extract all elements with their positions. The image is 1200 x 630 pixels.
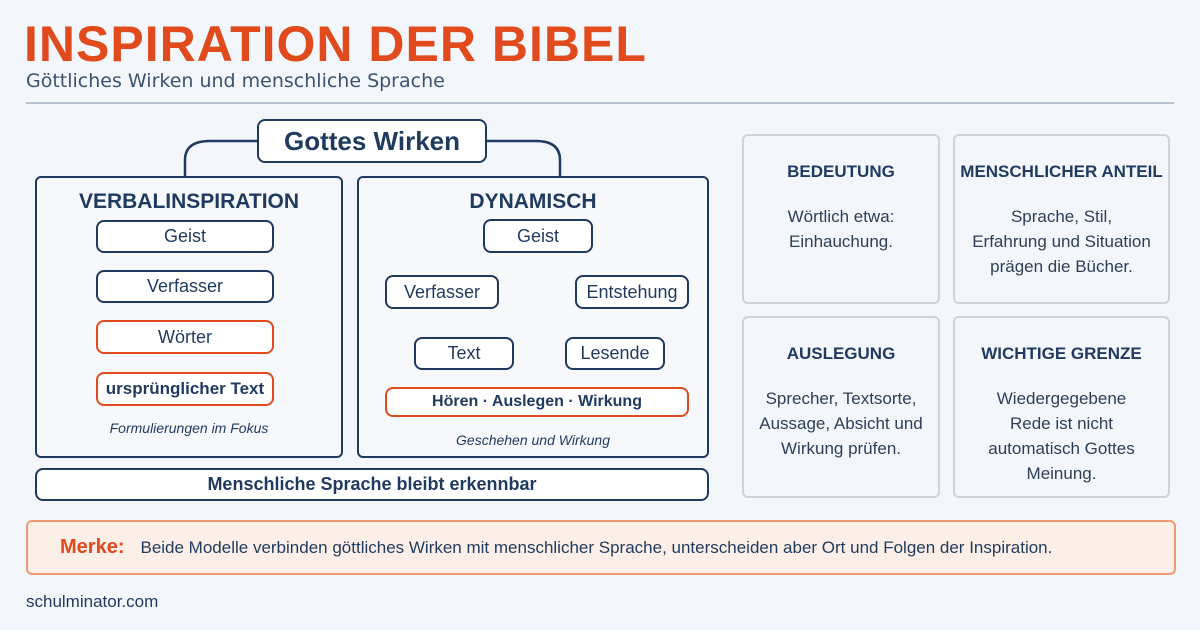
panel-verbalinspiration: VERBALINSPIRATION Formulierungen im Foku… [35,176,343,458]
caption-dynamisch: Geschehen und Wirkung [456,432,610,448]
dynamic-node-text: Text [414,337,514,370]
dynamic-node-entstehung: Entstehung [575,275,689,309]
card-body: Sprecher, Textsorte, Aussage, Absicht un… [759,389,923,458]
verbal-step-woerter: Wörter [96,320,274,354]
footer-domain: schulminator.com [26,592,159,611]
card-heading: AUSLEGUNG [786,344,896,363]
bottom-bar-sprache: Menschliche Sprache bleibt erkennbar [35,468,709,501]
verbal-step-geist: Geist [96,220,274,253]
verbal-step-verfasser: Verfasser [96,270,274,303]
card-menschlicher-anteil: MENSCHLICHER ANTEIL Sprache, Stil, Erfah… [953,134,1170,304]
card-auslegung: AUSLEGUNG Sprecher, Textsorte, Aussage, … [742,316,940,498]
card-body: Wiedergegebene Rede ist nicht automatisc… [988,389,1135,483]
dynamic-node-result: Hören · Auslegen · Wirkung [385,387,689,417]
merke-label: Merke: [60,536,125,558]
card-body: Sprache, Stil, Erfahrung und Situation p… [972,207,1151,276]
merke-text: Beide Modelle verbinden göttliches Wirke… [140,537,1053,557]
merke-callout: Merke: Beide Modelle verbinden göttliche… [26,520,1176,575]
dynamic-node-lesende: Lesende [565,337,665,370]
card-heading: BEDEUTUNG [787,162,895,181]
root-node-gottes-wirken: Gottes Wirken [257,119,487,163]
card-heading: WICHTIGE GRENZE [981,344,1142,363]
card-heading: MENSCHLICHER ANTEIL [960,162,1163,181]
page-subtitle: Göttliches Wirken und menschliche Sprach… [26,70,445,92]
header-divider [26,102,1174,104]
dynamic-node-verfasser: Verfasser [385,275,499,309]
verbal-step-urspruenglicher-text: ursprünglicher Text [96,372,274,406]
root-to-dynamic-line [486,139,562,176]
panel-heading-verbal: VERBALINSPIRATION [78,190,300,213]
page-title: INSPIRATION DER BIBEL [24,16,647,72]
panel-heading-dynamisch: DYNAMISCH [469,190,597,213]
dynamic-node-geist: Geist [483,219,593,253]
card-wichtige-grenze: WICHTIGE GRENZE Wiedergegebene Rede ist … [953,316,1170,498]
caption-verbal: Formulierungen im Fokus [109,420,269,436]
card-bedeutung: BEDEUTUNG Wörtlich etwa: Einhauchung. [742,134,940,304]
root-to-verbal-line [183,139,258,176]
card-body: Wörtlich etwa: Einhauchung. [787,207,895,251]
